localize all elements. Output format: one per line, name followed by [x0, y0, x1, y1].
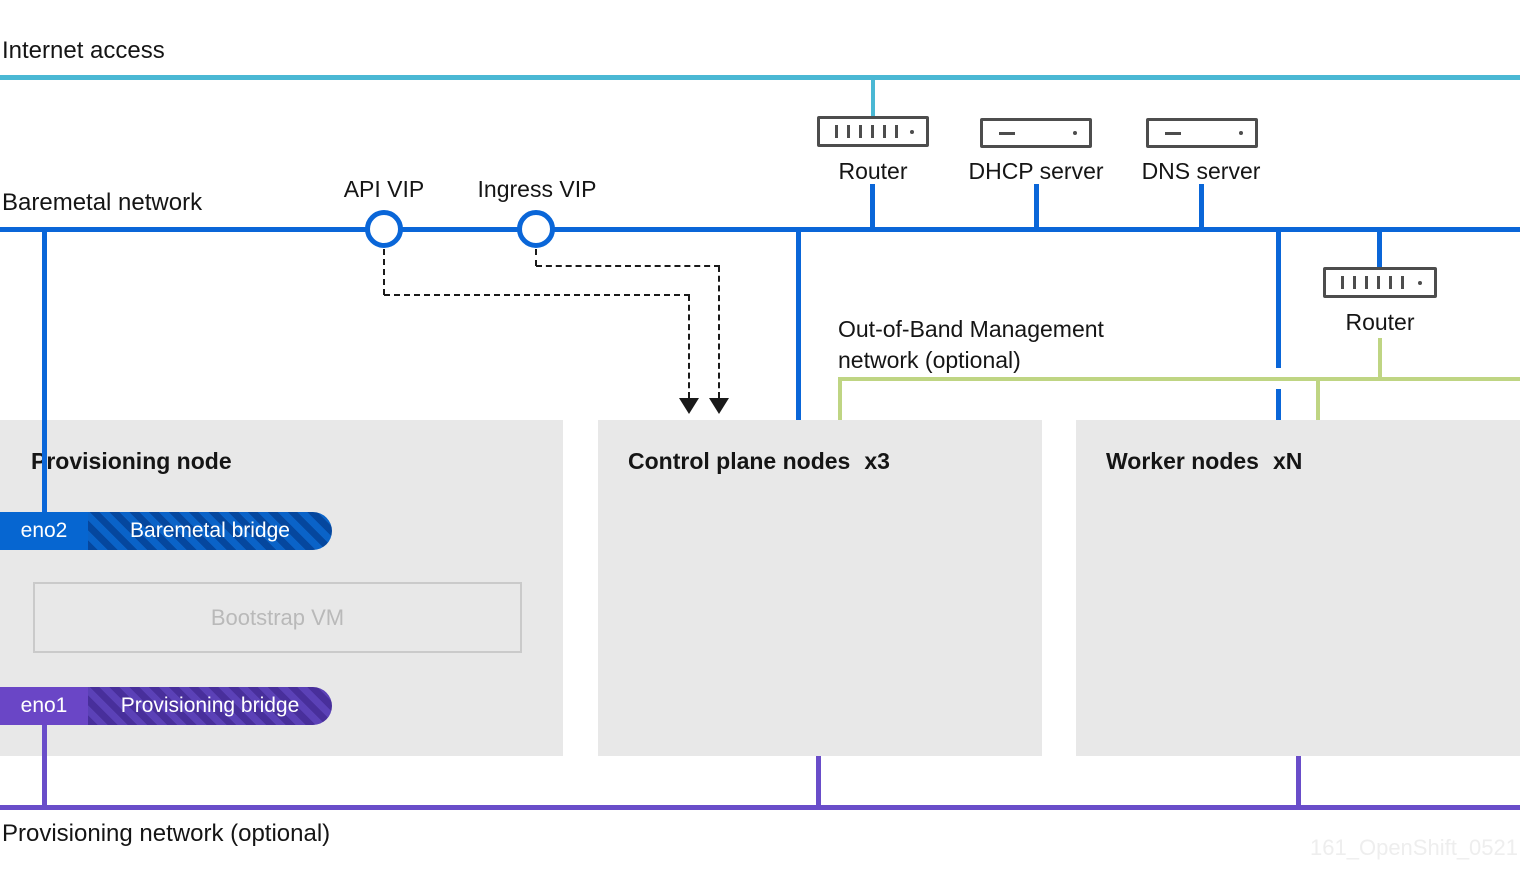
- router-label: Router: [838, 158, 908, 184]
- dhcp-server-label: DHCP server: [968, 158, 1104, 184]
- internet-access-label: Internet access: [2, 37, 165, 64]
- watermark-text: 161_OpenShift_0521: [1310, 835, 1518, 860]
- api-vip-circle: [365, 210, 403, 248]
- router-icon-ports: [835, 125, 898, 138]
- control-plane-title: Control plane nodes x3: [628, 448, 890, 475]
- control-plane-to-provisioning-connector: [816, 756, 821, 805]
- control-plane-count: x3: [864, 448, 890, 474]
- dhcp-to-baremetal-connector: [1034, 184, 1039, 227]
- api-vip-label: API VIP: [343, 176, 425, 202]
- provisioning-bridge-label: Provisioning bridge: [120, 694, 300, 717]
- bootstrap-vm-box: Bootstrap VM: [33, 582, 522, 653]
- oob-router-icon-ports: [1341, 276, 1404, 289]
- bootstrap-vm-label: Bootstrap VM: [210, 604, 345, 630]
- oob-network-label-line1: Out-of-Band Management: [838, 316, 1104, 342]
- worker-to-provisioning-connector: [1296, 756, 1301, 805]
- baremetal-network-line: [0, 227, 1520, 232]
- control-plane-title-text: Control plane nodes: [628, 448, 851, 474]
- provisioning-node-title: Provisioning node: [31, 448, 232, 474]
- control-plane-nodes-box: Control plane nodes x3: [598, 420, 1042, 756]
- baremetal-to-worker-connector-upper: [1276, 230, 1281, 368]
- dns-server-icon-led: [1239, 131, 1243, 135]
- dns-server-icon: [1146, 118, 1258, 148]
- worker-nodes-count: xN: [1272, 448, 1303, 474]
- worker-nodes-title-text: Worker nodes: [1106, 448, 1259, 474]
- baremetal-to-right-router-connector: [1377, 230, 1382, 268]
- right-router-to-oob-connector: [1378, 338, 1382, 377]
- internet-to-router-connector: [871, 80, 875, 117]
- ingress-vip-dashed-segment-down: [535, 249, 537, 266]
- eno2-baremetal-bridge-badge: eno2 Baremetal bridge: [0, 512, 332, 550]
- api-vip-dashed-segment-down: [383, 249, 385, 295]
- provisioning-network-label: Provisioning network (optional): [2, 820, 331, 847]
- api-vip-arrowhead-icon: [679, 398, 699, 414]
- provisioning-network-line: [0, 805, 1520, 810]
- eno1-port-label: eno1: [0, 687, 88, 725]
- api-vip-dashed-segment-drop: [688, 295, 690, 398]
- router-icon: [817, 116, 929, 147]
- api-vip-dashed-segment-across: [384, 294, 690, 296]
- baremetal-bridge-label: Baremetal bridge: [130, 519, 290, 542]
- dns-to-baremetal-connector: [1199, 184, 1204, 227]
- ingress-vip-label: Ingress VIP: [477, 176, 597, 202]
- oob-router-label: Router: [1345, 309, 1415, 335]
- worker-nodes-box: Worker nodes xN: [1076, 420, 1520, 756]
- oob-router-icon-led: [1418, 280, 1422, 285]
- ingress-vip-dashed-segment-drop: [718, 266, 720, 398]
- worker-nodes-title: Worker nodes xN: [1106, 448, 1302, 475]
- eno1-to-provisioning-connector: [42, 725, 47, 805]
- eno1-provisioning-bridge-badge: eno1 Provisioning bridge: [0, 687, 332, 725]
- dns-server-label: DNS server: [1141, 158, 1261, 184]
- oob-to-control-plane-connector: [838, 377, 842, 420]
- oob-network-label-line2: network (optional): [838, 347, 1021, 373]
- router-to-baremetal-connector: [870, 184, 875, 227]
- ingress-vip-dashed-segment-across: [536, 265, 720, 267]
- dhcp-server-icon-led: [1073, 131, 1077, 135]
- ingress-vip-arrowhead-icon: [709, 398, 729, 414]
- baremetal-network-label: Baremetal network: [2, 189, 203, 216]
- dhcp-server-icon-slot: [999, 131, 1015, 135]
- internet-network-line: [0, 75, 1520, 80]
- oob-to-worker-connector: [1316, 381, 1320, 420]
- dns-server-icon-slot: [1165, 131, 1181, 135]
- baremetal-to-eno2-connector: [42, 230, 47, 512]
- baremetal-to-worker-connector-lower: [1276, 389, 1281, 420]
- ingress-vip-circle: [517, 210, 555, 248]
- dhcp-server-icon: [980, 118, 1092, 148]
- oob-network-line: [838, 377, 1520, 381]
- oob-network-label: Out-of-Band Management network (optional…: [838, 314, 1104, 376]
- baremetal-to-control-plane-connector: [796, 230, 801, 420]
- eno2-port-label: eno2: [0, 512, 88, 550]
- router-icon-led: [910, 129, 914, 134]
- oob-router-icon: [1323, 267, 1437, 298]
